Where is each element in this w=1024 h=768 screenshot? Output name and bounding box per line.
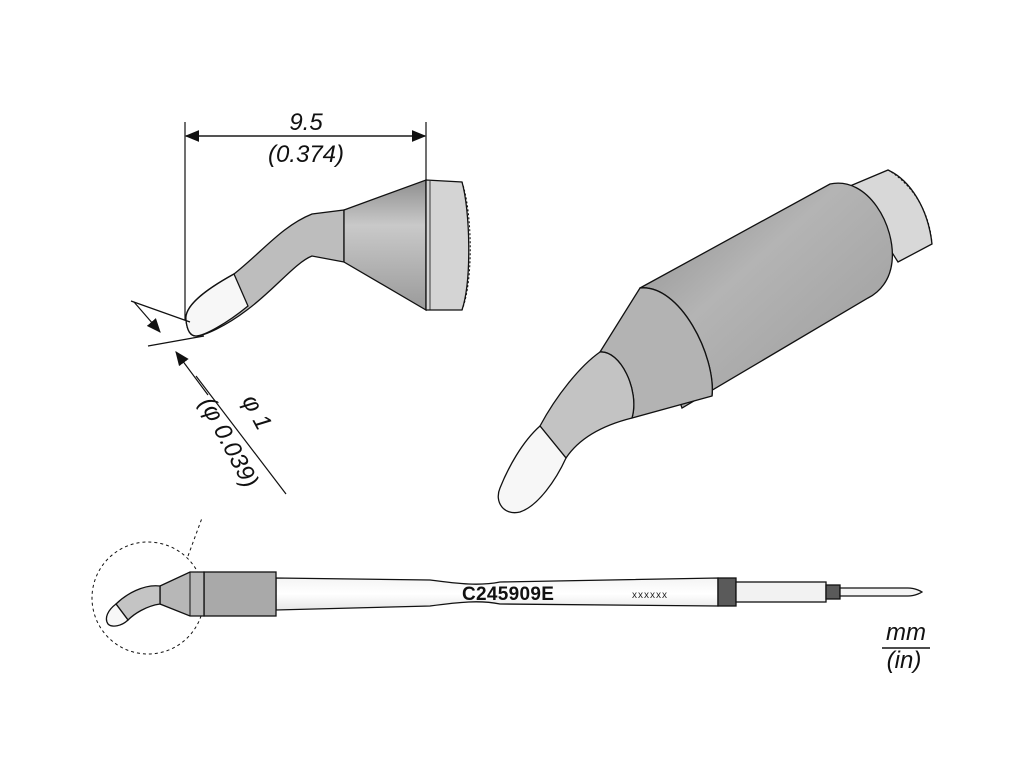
tip-cone-side	[159, 571, 205, 617]
tinned-tip	[185, 273, 249, 337]
tinned-tip-3d	[497, 425, 567, 514]
detail-view-tip: 9.5 (0.374) φ 1 (φ 0.039)	[130, 109, 471, 495]
diameter-mm-label: φ 1	[236, 390, 277, 434]
tip-sleeve	[203, 571, 277, 617]
units-in: (in)	[887, 647, 922, 674]
dark-band	[717, 577, 737, 607]
full-tip-side-view: C245909E xxxxxx	[91, 517, 924, 655]
tip-cone	[343, 179, 427, 312]
rear-pin	[839, 587, 924, 597]
bent-nose-3d	[539, 351, 635, 460]
tinned-tip-side	[105, 603, 129, 627]
length-mm-label: 9.5	[289, 109, 323, 136]
bent-nose-side	[115, 585, 161, 621]
rear-band	[825, 584, 841, 600]
tip-collar	[425, 179, 470, 311]
part-code: C245909E	[462, 584, 554, 605]
length-in-label: (0.374)	[268, 141, 344, 168]
isometric-view-tip	[497, 169, 933, 514]
rear-shaft	[735, 581, 827, 603]
units-mm: mm	[886, 619, 926, 646]
part-serial: xxxxxx	[632, 590, 668, 601]
units-legend: mm (in)	[882, 619, 930, 674]
